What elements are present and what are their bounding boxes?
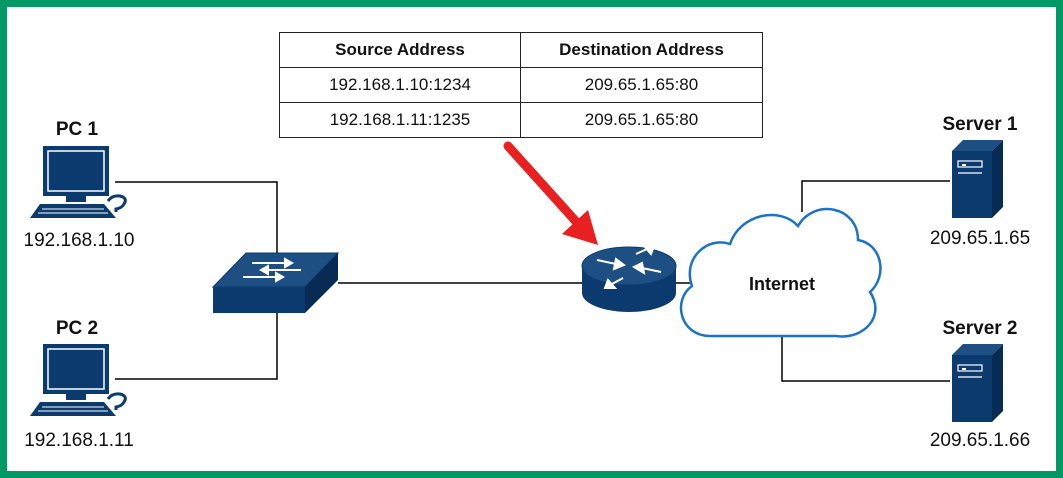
table-cell: 209.65.1.65:80 — [520, 102, 763, 138]
cloud-label: Internet — [748, 274, 816, 294]
server-icon — [952, 344, 1003, 422]
table-row: 192.168.1.10:1234 209.65.1.65:80 — [279, 67, 763, 103]
link-cloud-server2 — [781, 336, 950, 382]
table-header: Destination Address — [520, 32, 763, 68]
server1-ip: 209.65.1.65 — [929, 228, 1031, 249]
table-row: 192.168.1.11:1235 209.65.1.65:80 — [279, 102, 763, 138]
arrow-icon — [503, 141, 598, 245]
table-cell: 192.168.1.11:1235 — [279, 102, 521, 138]
server2-name: Server 2 — [942, 318, 1018, 339]
server2-ip: 209.65.1.66 — [929, 430, 1031, 451]
table-cell: 192.168.1.10:1234 — [279, 67, 521, 103]
pc2-name: PC 2 — [55, 318, 99, 339]
table-cell: 209.65.1.65:80 — [520, 67, 763, 103]
nat-table: Source Address Destination Address 192.1… — [279, 32, 763, 138]
link-cloud-server1 — [801, 180, 950, 212]
router-icon — [581, 245, 677, 312]
pc-icon — [30, 344, 127, 416]
cloud-icon — [679, 207, 882, 338]
link-pc1-switch — [115, 181, 278, 258]
pc2-ip: 192.168.1.11 — [24, 430, 134, 451]
connection-lines — [115, 180, 950, 382]
pc1-name: PC 1 — [55, 119, 99, 140]
switch-icon — [211, 252, 340, 313]
pc-icon — [30, 146, 127, 218]
table-header: Source Address — [279, 32, 521, 68]
server1-name: Server 1 — [942, 114, 1018, 135]
table-header-row: Source Address Destination Address — [279, 32, 763, 68]
server-icon — [952, 140, 1003, 218]
pc1-ip: 192.168.1.10 — [23, 230, 135, 251]
link-pc2-switch — [115, 312, 278, 380]
